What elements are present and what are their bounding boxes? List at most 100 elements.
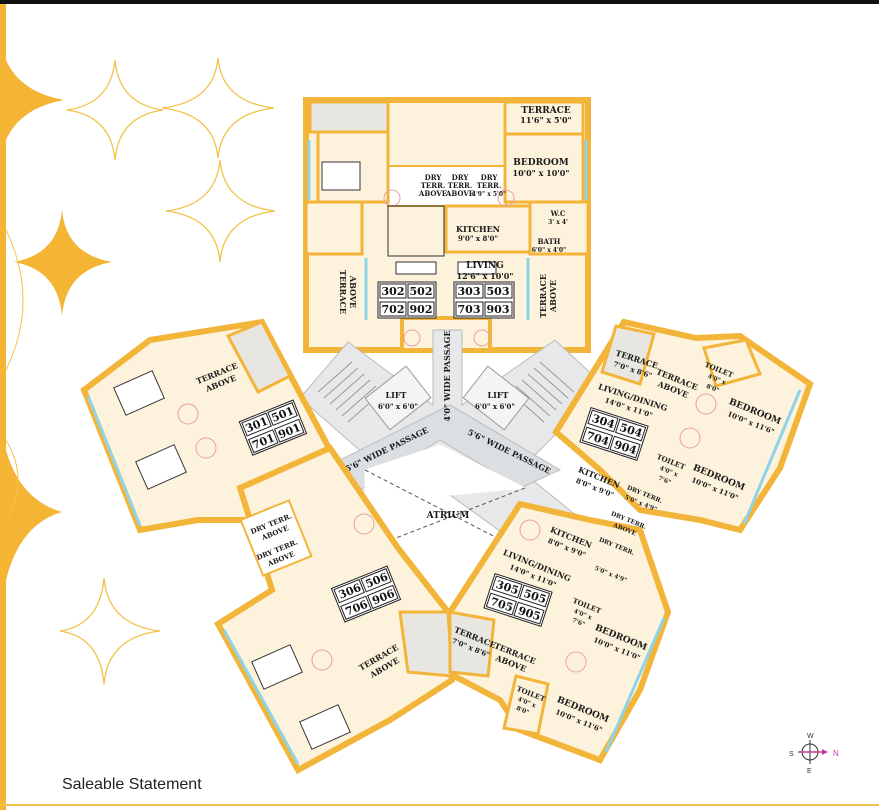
door-swing (497, 189, 515, 207)
dry-terrace-2-label: DRY (452, 173, 470, 182)
terrace-above-left-label-b: ABOVE (348, 275, 358, 308)
se-toilet (502, 674, 550, 736)
decorative-sparkles (59, 57, 276, 685)
unit-table-east: 304 504 704 904 (579, 406, 649, 462)
staircase-left (317, 361, 383, 423)
left-accent-bar (0, 4, 6, 810)
unit-number: 903 (487, 303, 510, 316)
compass-s: S (789, 751, 794, 758)
north-terrace-right (503, 100, 585, 136)
bed-furniture (321, 161, 361, 191)
star-filled-3 (6, 450, 62, 580)
door-swing (695, 393, 717, 415)
lift-left-dim: 6'0" x 6'0" (378, 402, 418, 411)
compass-rose: N S W E (789, 733, 839, 775)
north-kitchen (444, 204, 532, 254)
unit-number: 303 (458, 285, 481, 298)
lift-right-label: LIFT (488, 390, 509, 400)
door-swing (565, 651, 587, 673)
se-window (604, 617, 666, 753)
unit-number: 902 (410, 303, 433, 316)
bath-dim: 6'0" x 4'0" (532, 247, 566, 254)
sw-terrace (398, 610, 454, 678)
lift-left-label: LIFT (386, 390, 407, 400)
star-filled-1 (6, 60, 64, 140)
compass-n: N (833, 749, 839, 758)
unit-number: 503 (487, 285, 510, 298)
sparkle-outline-1 (66, 59, 164, 161)
east-toilet (702, 338, 763, 388)
door-swing (311, 649, 333, 671)
living-top-label: LIVING (466, 261, 504, 271)
sw-window (222, 629, 300, 765)
toilet-se-1-dim-b: 7'6" (571, 617, 586, 628)
compass-north-arrow (822, 749, 828, 755)
unit-table-west: 301 501 701 901 (238, 399, 308, 456)
terrace-above-left-label: TERRACE (338, 270, 348, 314)
toilet-east-2-dim-b: 7'6" (657, 475, 672, 486)
curve-line-2 (5, 439, 19, 521)
door-swing (195, 437, 217, 459)
dry-terrace-3-label-b: TERR. (477, 181, 502, 190)
dry-terrace-1-label-b: TERR. (421, 181, 446, 190)
door-swing (473, 329, 491, 347)
north-terrace-left (308, 100, 390, 134)
unit-table-north-right: 303 503 703 903 (453, 281, 515, 319)
west-terrace (225, 320, 293, 394)
unit-number: 703 (458, 303, 481, 316)
bath-label: BATH (538, 237, 561, 246)
bed-furniture (135, 444, 187, 490)
curve-line-1 (5, 229, 24, 371)
kitchen-top-dim: 9'0" x 8'0" (458, 234, 498, 243)
southeast-wing: KITCHEN 8'0" x 9'0" DRY TERR. ABOVE DRY … (446, 500, 672, 764)
sofa-furniture (395, 261, 437, 275)
door-swing (403, 329, 421, 347)
unit-table-north-left: 302 502 702 902 (377, 281, 437, 319)
dry-terrace-1-label: DRY (425, 173, 443, 182)
lift-right (462, 365, 530, 431)
dry-terrace-3-dim: 4'9" x 5'0" (472, 191, 506, 198)
terrace-top-label: TERRACE (521, 106, 571, 116)
kitchen-counter (387, 205, 445, 257)
kitchen-top-label: KITCHEN (456, 224, 500, 234)
bed-furniture (113, 370, 165, 416)
east-wing: TERRACE 7'0" x 8'6" TERRACE ABOVE TOILET… (552, 318, 814, 534)
sw-dry-terraces (239, 499, 313, 577)
atrium-label: ATRIUM (426, 511, 470, 521)
lift-right-dim: 6'0" x 6'0" (475, 402, 515, 411)
sparkle-outline-3 (165, 159, 276, 263)
dry-terrace-2-label-b: TERR. (448, 181, 473, 190)
toilet-se-2-dim-b: 8'0" (515, 705, 530, 716)
terrace-top-dim: 11'6" x 5'0" (520, 115, 571, 125)
lift-left (364, 365, 432, 431)
door-swing (353, 513, 375, 535)
star-filled-2 (14, 210, 112, 316)
north-bath-right (528, 200, 590, 256)
bedroom-top-label: BEDROOM (513, 158, 568, 168)
toilet-east-1-dim-b: 8'0" (705, 383, 720, 394)
se-terrace (448, 610, 496, 678)
se-wing-floor (446, 500, 672, 764)
dry-terrace-2-label-c: ABOVE (445, 189, 474, 198)
southwest-wing: DRY TERR. ABOVE DRY TERR. ABOVE TERRACE … (214, 444, 456, 775)
door-swing (519, 519, 541, 541)
passage-vertical-label: 4'0" WIDE PASSAGE (442, 330, 452, 421)
north-wing: TERRACE 11'6" x 5'0" BEDROOM 10'0" x 10'… (303, 97, 591, 353)
compass-e: E (807, 768, 812, 775)
sofa-furniture (457, 261, 497, 275)
bed-furniture (299, 704, 351, 750)
top-border (0, 0, 879, 4)
north-bath-left (304, 200, 364, 256)
staircase-right (509, 361, 575, 423)
decorative-filled-stars (6, 60, 112, 580)
door-swing (679, 427, 701, 449)
unit-number: 702 (382, 303, 405, 316)
terrace-above-right-label-b: ABOVE (548, 280, 558, 313)
west-wing: TERRACE ABOVE 301 501 701 901 (80, 318, 334, 534)
west-window (86, 395, 142, 527)
bedroom-top-dim: 10'0" x 10'0" (513, 168, 570, 178)
unit-table-southwest: 306 506 706 906 (330, 565, 402, 623)
dry-terrace-1-label-c: ABOVE (418, 189, 447, 198)
wc-label: W.C (550, 209, 566, 218)
